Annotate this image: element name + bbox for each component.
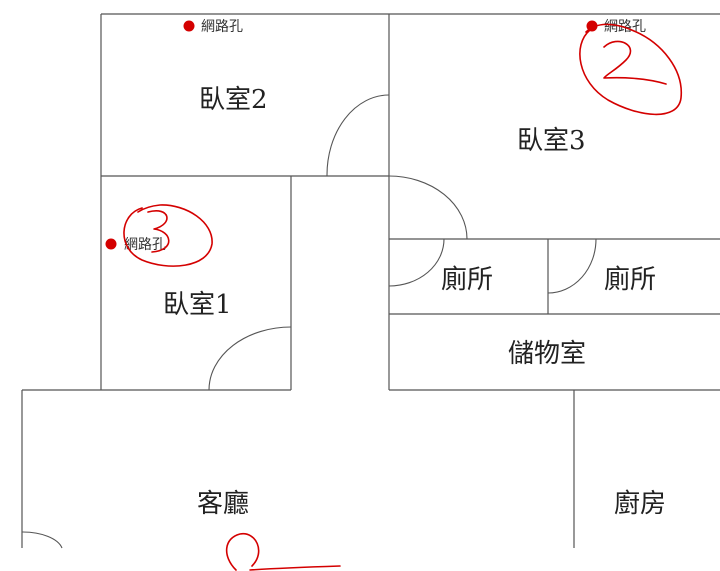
- network-port-label: 網路孔: [201, 19, 243, 35]
- door-bedroom2: [326, 94, 390, 177]
- annotation-digit-3: [147, 210, 170, 253]
- annotation-circle-3: [123, 204, 213, 267]
- room-label-bedroom3: 臥室3: [517, 126, 586, 156]
- handwritten-annotations: [123, 23, 682, 571]
- annotation-circle-2: [579, 23, 682, 116]
- door-bedroom3: [388, 175, 468, 240]
- room-label-kitchen: 廚房: [614, 489, 666, 519]
- door-bedroom1: [208, 326, 292, 391]
- network-port-dot: [183, 20, 195, 32]
- room-label-storage: 儲物室: [508, 339, 586, 369]
- room-label-toilet-a: 廁所: [441, 265, 493, 295]
- network-port-dot: [105, 238, 117, 250]
- room-label-living: 客廳: [197, 489, 249, 519]
- room-label-toilet-b: 廁所: [604, 265, 656, 295]
- network-ports: 網路孔 網路孔 網路孔: [105, 19, 646, 253]
- room-label-bedroom2: 臥室2: [199, 85, 268, 115]
- room-labels: 臥室2 臥室3 臥室1 廁所 廁所 儲物室 客廳 廚房: [163, 85, 666, 519]
- door-toilet-b: [547, 238, 597, 294]
- room-label-bedroom1: 臥室1: [163, 290, 232, 320]
- annotation-digit-2: [603, 40, 667, 85]
- door-living: [21, 531, 63, 549]
- annotation-stroke-living: [225, 533, 341, 571]
- network-port-label: 網路孔: [124, 237, 166, 253]
- door-toilet-a: [388, 238, 445, 287]
- doors: [21, 94, 597, 549]
